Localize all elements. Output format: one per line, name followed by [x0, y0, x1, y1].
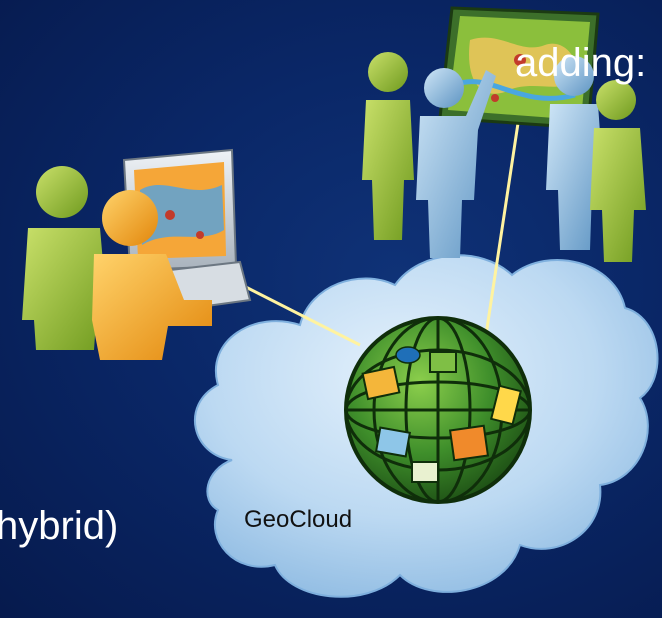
connector-line-meeting — [484, 109, 522, 336]
globe-icon — [344, 316, 532, 504]
group-meeting-icon — [362, 52, 646, 262]
cloud-label: GeoCloud — [244, 506, 353, 533]
connector-line-computer — [227, 276, 361, 347]
user-at-computer-icon — [22, 148, 252, 360]
bullet-text-line-1: adding: — [515, 41, 647, 85]
bullet-text-line-2: hybrid) — [0, 504, 119, 548]
